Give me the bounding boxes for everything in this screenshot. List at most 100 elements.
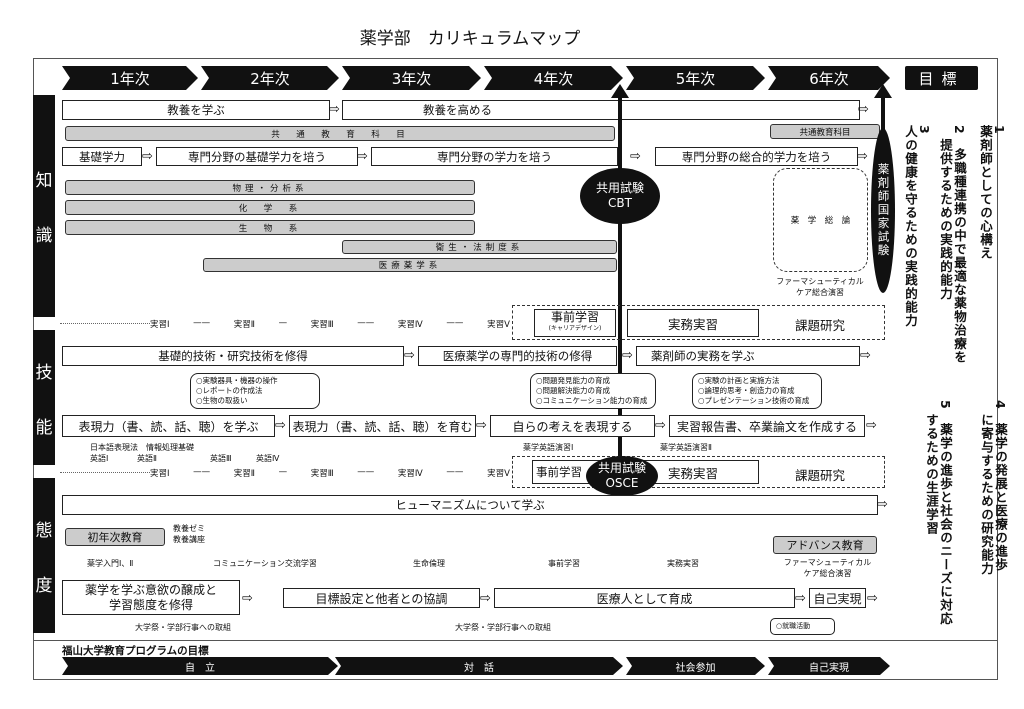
medical-professional-box: 医療人として育成 (494, 588, 795, 608)
practice-item: 実習Ⅴ (487, 320, 510, 330)
course-label: 事前学習 (548, 559, 580, 568)
skills-practice-box: 薬剤師の実務を学ぶ (636, 346, 860, 366)
goal-4: 4 薬学の発展と医療の進歩 に寄与するための研究能力 (975, 400, 1008, 576)
pre-learning-label: 事前学習 (550, 310, 599, 324)
year-1: 1年次 (62, 66, 198, 90)
section-char: 識 (35, 226, 53, 246)
first-year-education: 初年次教育 (65, 528, 165, 546)
arrow-right-icon: ⇨ (860, 348, 871, 363)
course-label: 日本語表現法 情報処理基礎 (90, 443, 194, 452)
program-label: 福山大学教育プログラムの目標 (62, 645, 209, 657)
arrow-right-icon: ⇨ (142, 149, 153, 164)
report-thesis-box: 実習報告書、卒業論文を作成する (669, 415, 865, 437)
goal-text: するための生涯学習 (924, 413, 939, 536)
year-2: 2年次 (201, 66, 339, 90)
bubble-line: ○論理的思考・創造力の育成 (698, 386, 795, 395)
liberal-learn-box: 教養を学ぶ (62, 100, 330, 120)
cbt-label: CBT (608, 196, 632, 210)
practice-item: 実習Ⅴ (487, 469, 510, 479)
self-realization-box: 自己実現 (809, 588, 866, 608)
practice-item: 実習Ⅱ (233, 469, 255, 479)
program-stage: 自 立 (62, 657, 338, 675)
motivation-line: 学習態度を修得 (108, 597, 193, 612)
advanced-education: アドバンス教育 (773, 536, 877, 554)
bubble-line: ○実験の計画と実施方法 (698, 376, 780, 385)
practice-item: 実習Ⅲ (310, 469, 334, 479)
caption-line: ファーマシューティカル (776, 277, 864, 286)
goal-text: 多職種連携の中で最適な薬物治療を (952, 148, 967, 365)
goal-number: 5 (938, 400, 953, 410)
year-4: 4年次 (484, 66, 623, 90)
exam-line-right (881, 95, 885, 135)
practice-dashed-area (512, 305, 885, 340)
osce-label: OSCE (605, 476, 639, 490)
national-exam: 薬剤師国家試験 (871, 128, 895, 293)
practice-item: 実習Ⅰ (150, 320, 170, 330)
section-char: 度 (35, 575, 53, 596)
arrow-right-icon: ⇨ (858, 102, 869, 117)
skills-bubble: ○実験器具・機器の操作○レポートの作成法○生物の取扱い (190, 373, 320, 409)
practice-item: 実習Ⅳ (397, 320, 423, 330)
arrow-right-icon: ⇨ (242, 591, 253, 606)
arrow-right-icon: ⇨ (866, 418, 877, 433)
bubble-line: ○実験器具・機器の操作 (196, 376, 278, 385)
program-stage: 対 話 (335, 657, 623, 675)
subject-bar: 物理・分析系 (65, 180, 475, 195)
course-label: コミュニケーション交流学習 (213, 559, 317, 568)
arrow-right-icon: ⇨ (877, 497, 888, 512)
arrow-right-icon: ⇨ (795, 591, 806, 606)
course-label: 英語Ⅳ (256, 454, 280, 463)
pre-learning-sub: (キャリアデザイン) (548, 325, 602, 332)
program-stage: 社会参加 (626, 657, 765, 675)
practice-list: 実習Ⅰ——実習Ⅱ—実習Ⅲ——実習Ⅳ——実習Ⅴ (150, 467, 510, 479)
skills-bubble: ○問題発見能力の育成○問題解決能力の育成○コミュニケーション能力の育成 (530, 373, 656, 409)
expression-learn-box: 表現力（書、読、話、聴）を学ぶ (62, 415, 275, 437)
course-label: 英語Ⅲ (210, 454, 232, 463)
express-own-box: 自らの考えを表現する (490, 415, 655, 437)
spec-basic-box: 専門分野の基礎学力を培う (156, 147, 358, 166)
goal-text: 薬剤師としての心構え (978, 125, 993, 260)
section-char: 知 (35, 171, 53, 191)
practice-item: 実習Ⅰ (150, 469, 170, 479)
practice-item: 実習Ⅲ (310, 320, 334, 330)
course-label: 薬学入門Ⅰ、Ⅱ (87, 559, 134, 568)
divider (33, 640, 998, 641)
pre-learning-box: 事前学習(キャリアデザイン) (534, 309, 616, 337)
bubble-line: ○問題発見能力の育成 (536, 376, 611, 385)
course-line: ファーマシューティカル (783, 558, 872, 567)
pharmacy-overview-box: 薬 学 総 論 (773, 168, 868, 272)
section-skills: 技能 (33, 330, 55, 465)
arrow-right-icon: ⇨ (275, 418, 286, 433)
arrow-right-icon: ⇨ (329, 102, 340, 117)
arrow-right-icon: ⇨ (630, 149, 641, 164)
liberal-enhance-box: 教養を高める (342, 100, 860, 120)
event-label: 大学祭・学部行事への取組 (135, 623, 231, 632)
section-char: 態 (35, 520, 53, 541)
subject-bar: 化 学 系 (65, 200, 475, 215)
goal-text: 人の健康を守るための実践的能力 (903, 125, 918, 328)
course-line: ケア総合演習 (803, 569, 852, 578)
cbt-label: 共用試験 (595, 181, 644, 195)
goal-number: 3 (917, 125, 932, 135)
arrow-right-icon: ⇨ (357, 149, 368, 164)
subject-bar: 医療薬学系 (203, 258, 617, 272)
common-education-bar-right: 共通教育科目 (770, 124, 880, 139)
bubble-line: ○コミュニケーション能力の育成 (536, 396, 648, 405)
practice-item: 実習Ⅱ (233, 320, 255, 330)
year-3: 3年次 (342, 66, 481, 90)
subject-bar: 衛生・法制度系 (342, 240, 617, 254)
clinical-training-box: 実務実習 (627, 309, 759, 337)
arrow-up-icon (611, 84, 629, 98)
goal-text: 提供するための実践的能力 (938, 138, 953, 301)
exam-line (618, 95, 622, 500)
year-6: 6年次 (768, 66, 890, 90)
caption-line: ケア総合演習 (796, 288, 844, 297)
skills-basic-box: 基礎的技術・研究技術を修得 (62, 346, 404, 366)
bubble-line: ○問題解決能力の育成 (536, 386, 611, 395)
arrow-right-icon: ⇨ (622, 348, 633, 363)
goal-setting-box: 目標設定と他者との協調 (283, 588, 480, 608)
arrow-right-icon: ⇨ (480, 591, 491, 606)
